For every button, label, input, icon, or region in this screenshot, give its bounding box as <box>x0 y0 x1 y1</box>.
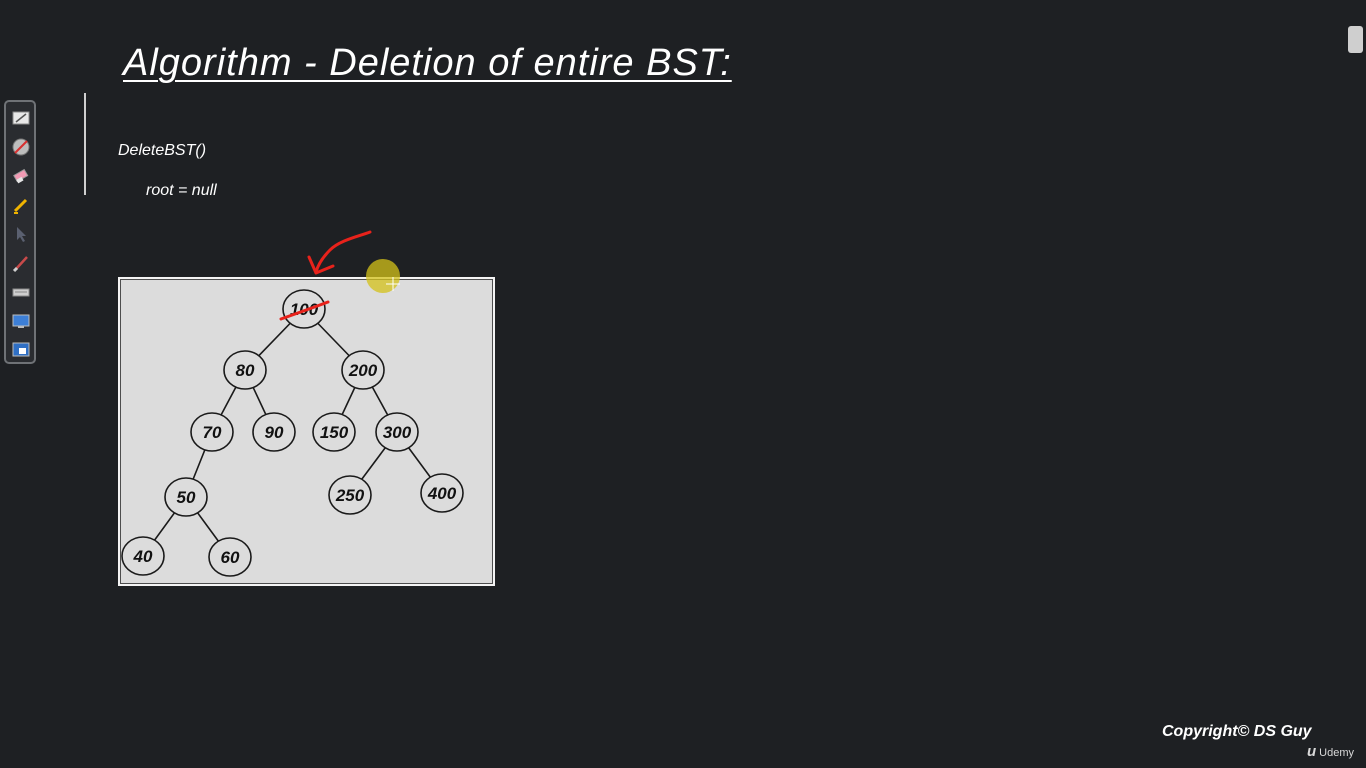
tree-node-label: 70 <box>203 423 222 442</box>
tree-node-circle <box>375 412 419 452</box>
tree-node-circle <box>252 412 296 452</box>
screen-icon[interactable] <box>11 311 31 331</box>
tree-node-400: 400 <box>420 473 464 513</box>
disable-pen-icon[interactable] <box>11 137 31 157</box>
tree-node-label: 80 <box>236 361 255 380</box>
tree-node-70: 70 <box>190 412 234 452</box>
tree-node-circle <box>190 412 234 452</box>
bst-diagram-panel: 100 80 200 70 90 150 300 50 250 400 40 60 <box>118 277 495 586</box>
bst-diagram: 100 80 200 70 90 150 300 50 250 400 40 60 <box>121 289 464 577</box>
tree-node-circle <box>223 350 267 390</box>
tree-node-circle <box>164 477 208 517</box>
tree-node-50: 50 <box>164 477 208 517</box>
tree-node-60: 60 <box>208 537 252 577</box>
tree-node-label: 250 <box>335 486 365 505</box>
keyboard-icon[interactable] <box>11 282 31 302</box>
tree-node-label: 60 <box>221 548 240 567</box>
recorder-widget[interactable] <box>1348 26 1363 53</box>
tree-node-200: 200 <box>341 350 385 390</box>
code-line-assignment: root = null <box>146 182 217 199</box>
tree-node-label: 40 <box>133 547 153 566</box>
tree-node-circle <box>328 475 372 515</box>
tree-node-40: 40 <box>121 536 165 576</box>
tree-node-circle <box>282 289 326 329</box>
copyright-text: Copyright© DS Guy <box>1162 723 1312 740</box>
tree-node-300: 300 <box>375 412 419 452</box>
pen-icon[interactable] <box>11 195 31 215</box>
tree-node-circle <box>208 537 252 577</box>
tree-node-circle <box>420 473 464 513</box>
red-arrow-head <box>307 255 335 275</box>
tree-node-150: 150 <box>312 412 356 452</box>
tree-node-label: 90 <box>265 423 284 442</box>
slide-title: Algorithm - Deletion of entire BST: <box>123 42 732 84</box>
brush-icon[interactable] <box>11 253 31 273</box>
pointer-icon[interactable] <box>11 224 31 244</box>
vertical-divider <box>84 93 86 195</box>
red-arrow-shaft <box>314 230 372 274</box>
tree-node-90: 90 <box>252 412 296 452</box>
code-line-function: DeleteBST() <box>118 142 207 159</box>
tree-node-label: 50 <box>177 488 196 507</box>
screenshot-icon[interactable] <box>11 340 31 360</box>
tree-node-80: 80 <box>223 350 267 390</box>
eraser-icon[interactable] <box>11 166 31 186</box>
tree-node-100: 100 <box>282 289 326 329</box>
tree-node-label: 150 <box>320 423 349 442</box>
tree-node-label: 300 <box>383 423 412 442</box>
tree-node-circle <box>312 412 356 452</box>
tree-node-label: 200 <box>348 361 378 380</box>
root-strike-mark <box>279 300 330 321</box>
tree-node-250: 250 <box>328 475 372 515</box>
tree-node-label: 400 <box>427 484 457 503</box>
tree-node-circle <box>121 536 165 576</box>
brand-name: Udemy <box>1319 747 1355 759</box>
whiteboard-icon[interactable] <box>11 108 31 128</box>
tree-node-circle <box>341 350 385 390</box>
brand-logo: u <box>1307 743 1317 760</box>
annotation-toolbar <box>4 100 36 364</box>
